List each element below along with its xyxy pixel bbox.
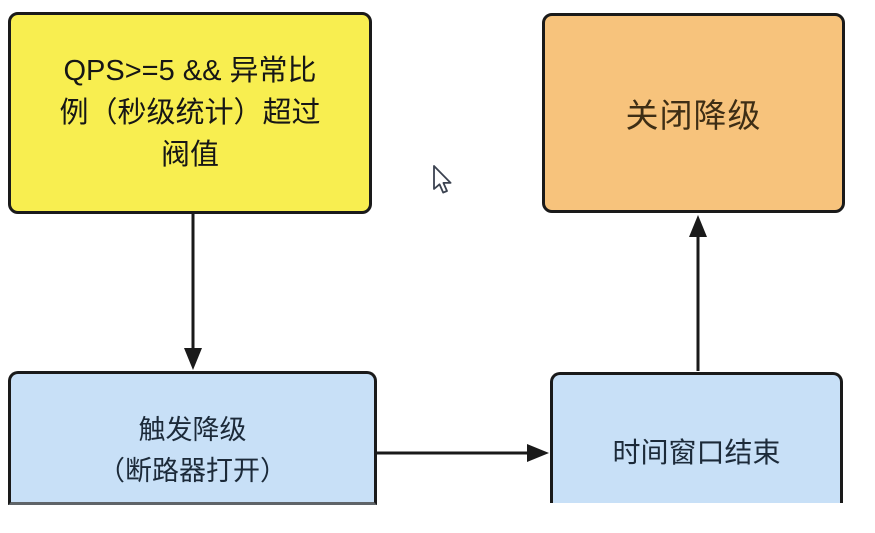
mouse-cursor-icon	[433, 165, 452, 194]
node-close-degrade: 关闭降级	[542, 13, 845, 213]
node-trigger-degrade-label: 触发降级 （断路器打开）	[98, 415, 287, 486]
node-condition-label: QPS>=5 && 异常比 例（秒级统计）超过 阀值	[59, 55, 321, 171]
node-time-window: 时间窗口结束	[550, 372, 843, 503]
node-time-window-label: 时间窗口结束	[612, 437, 781, 468]
edge-trigger-to-window	[377, 444, 549, 462]
node-close-degrade-label: 关闭降级	[625, 97, 762, 134]
edge-condition-to-trigger	[184, 214, 202, 370]
edge-window-to-close	[689, 215, 707, 371]
node-trigger-degrade: 触发降级 （断路器打开）	[8, 371, 377, 505]
node-condition: QPS>=5 && 异常比 例（秒级统计）超过 阀值	[8, 12, 372, 214]
